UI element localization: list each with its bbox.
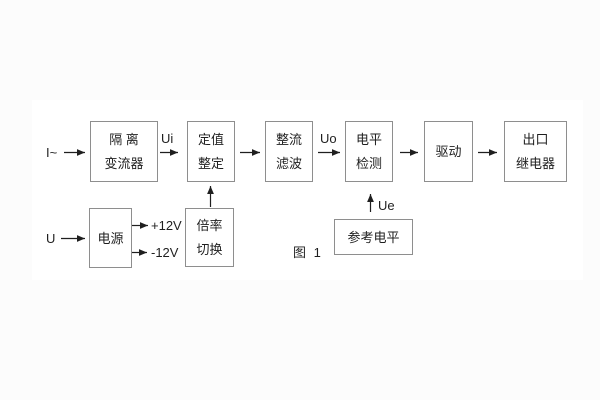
block-output-relay: 出口 继电器 (504, 121, 567, 182)
block-isolation: 隔 离 变流器 (90, 121, 158, 182)
figure-caption: 图 1 (293, 245, 323, 260)
block-output-relay-line1: 出口 (522, 132, 549, 147)
block-drive-line1: 驱动 (435, 144, 462, 159)
block-level-detect-line2: 检测 (355, 156, 382, 171)
block-reference-level: 参考电平 (334, 219, 413, 255)
block-rectify-filter: 整流 滤波 (265, 121, 313, 182)
label-input-voltage: U (46, 231, 56, 246)
block-level-detect-line1: 电平 (355, 132, 382, 147)
block-rectify-filter-line1: 整流 (275, 132, 302, 147)
block-ratio-switch-line2: 切换 (196, 241, 223, 257)
block-drive: 驱动 (424, 121, 473, 182)
label-ui: Ui (161, 131, 174, 146)
block-ratio-switch: 倍率 切换 (185, 208, 234, 267)
label-uo: Uo (320, 131, 337, 146)
block-level-detect: 电平 检测 (345, 121, 393, 182)
block-power-line1: 电源 (97, 230, 124, 246)
block-isolation-line2: 变流器 (104, 156, 144, 171)
label-input-current: I~ (46, 145, 58, 160)
block-reference-level-line1: 参考电平 (347, 229, 400, 245)
block-setting-line1: 定值 (197, 132, 224, 147)
block-power: 电源 (89, 208, 132, 268)
block-setting-line2: 整定 (197, 156, 224, 171)
block-rectify-filter-line2: 滤波 (275, 156, 302, 171)
block-isolation-line1: 隔 离 (109, 132, 139, 147)
block-ratio-switch-line1: 倍率 (196, 218, 223, 234)
label-minus12v: -12V (151, 245, 179, 260)
label-ue: Ue (378, 198, 395, 213)
block-setting: 定值 整定 (187, 121, 235, 182)
label-plus12v: +12V (151, 218, 182, 233)
block-output-relay-line2: 继电器 (515, 156, 555, 171)
